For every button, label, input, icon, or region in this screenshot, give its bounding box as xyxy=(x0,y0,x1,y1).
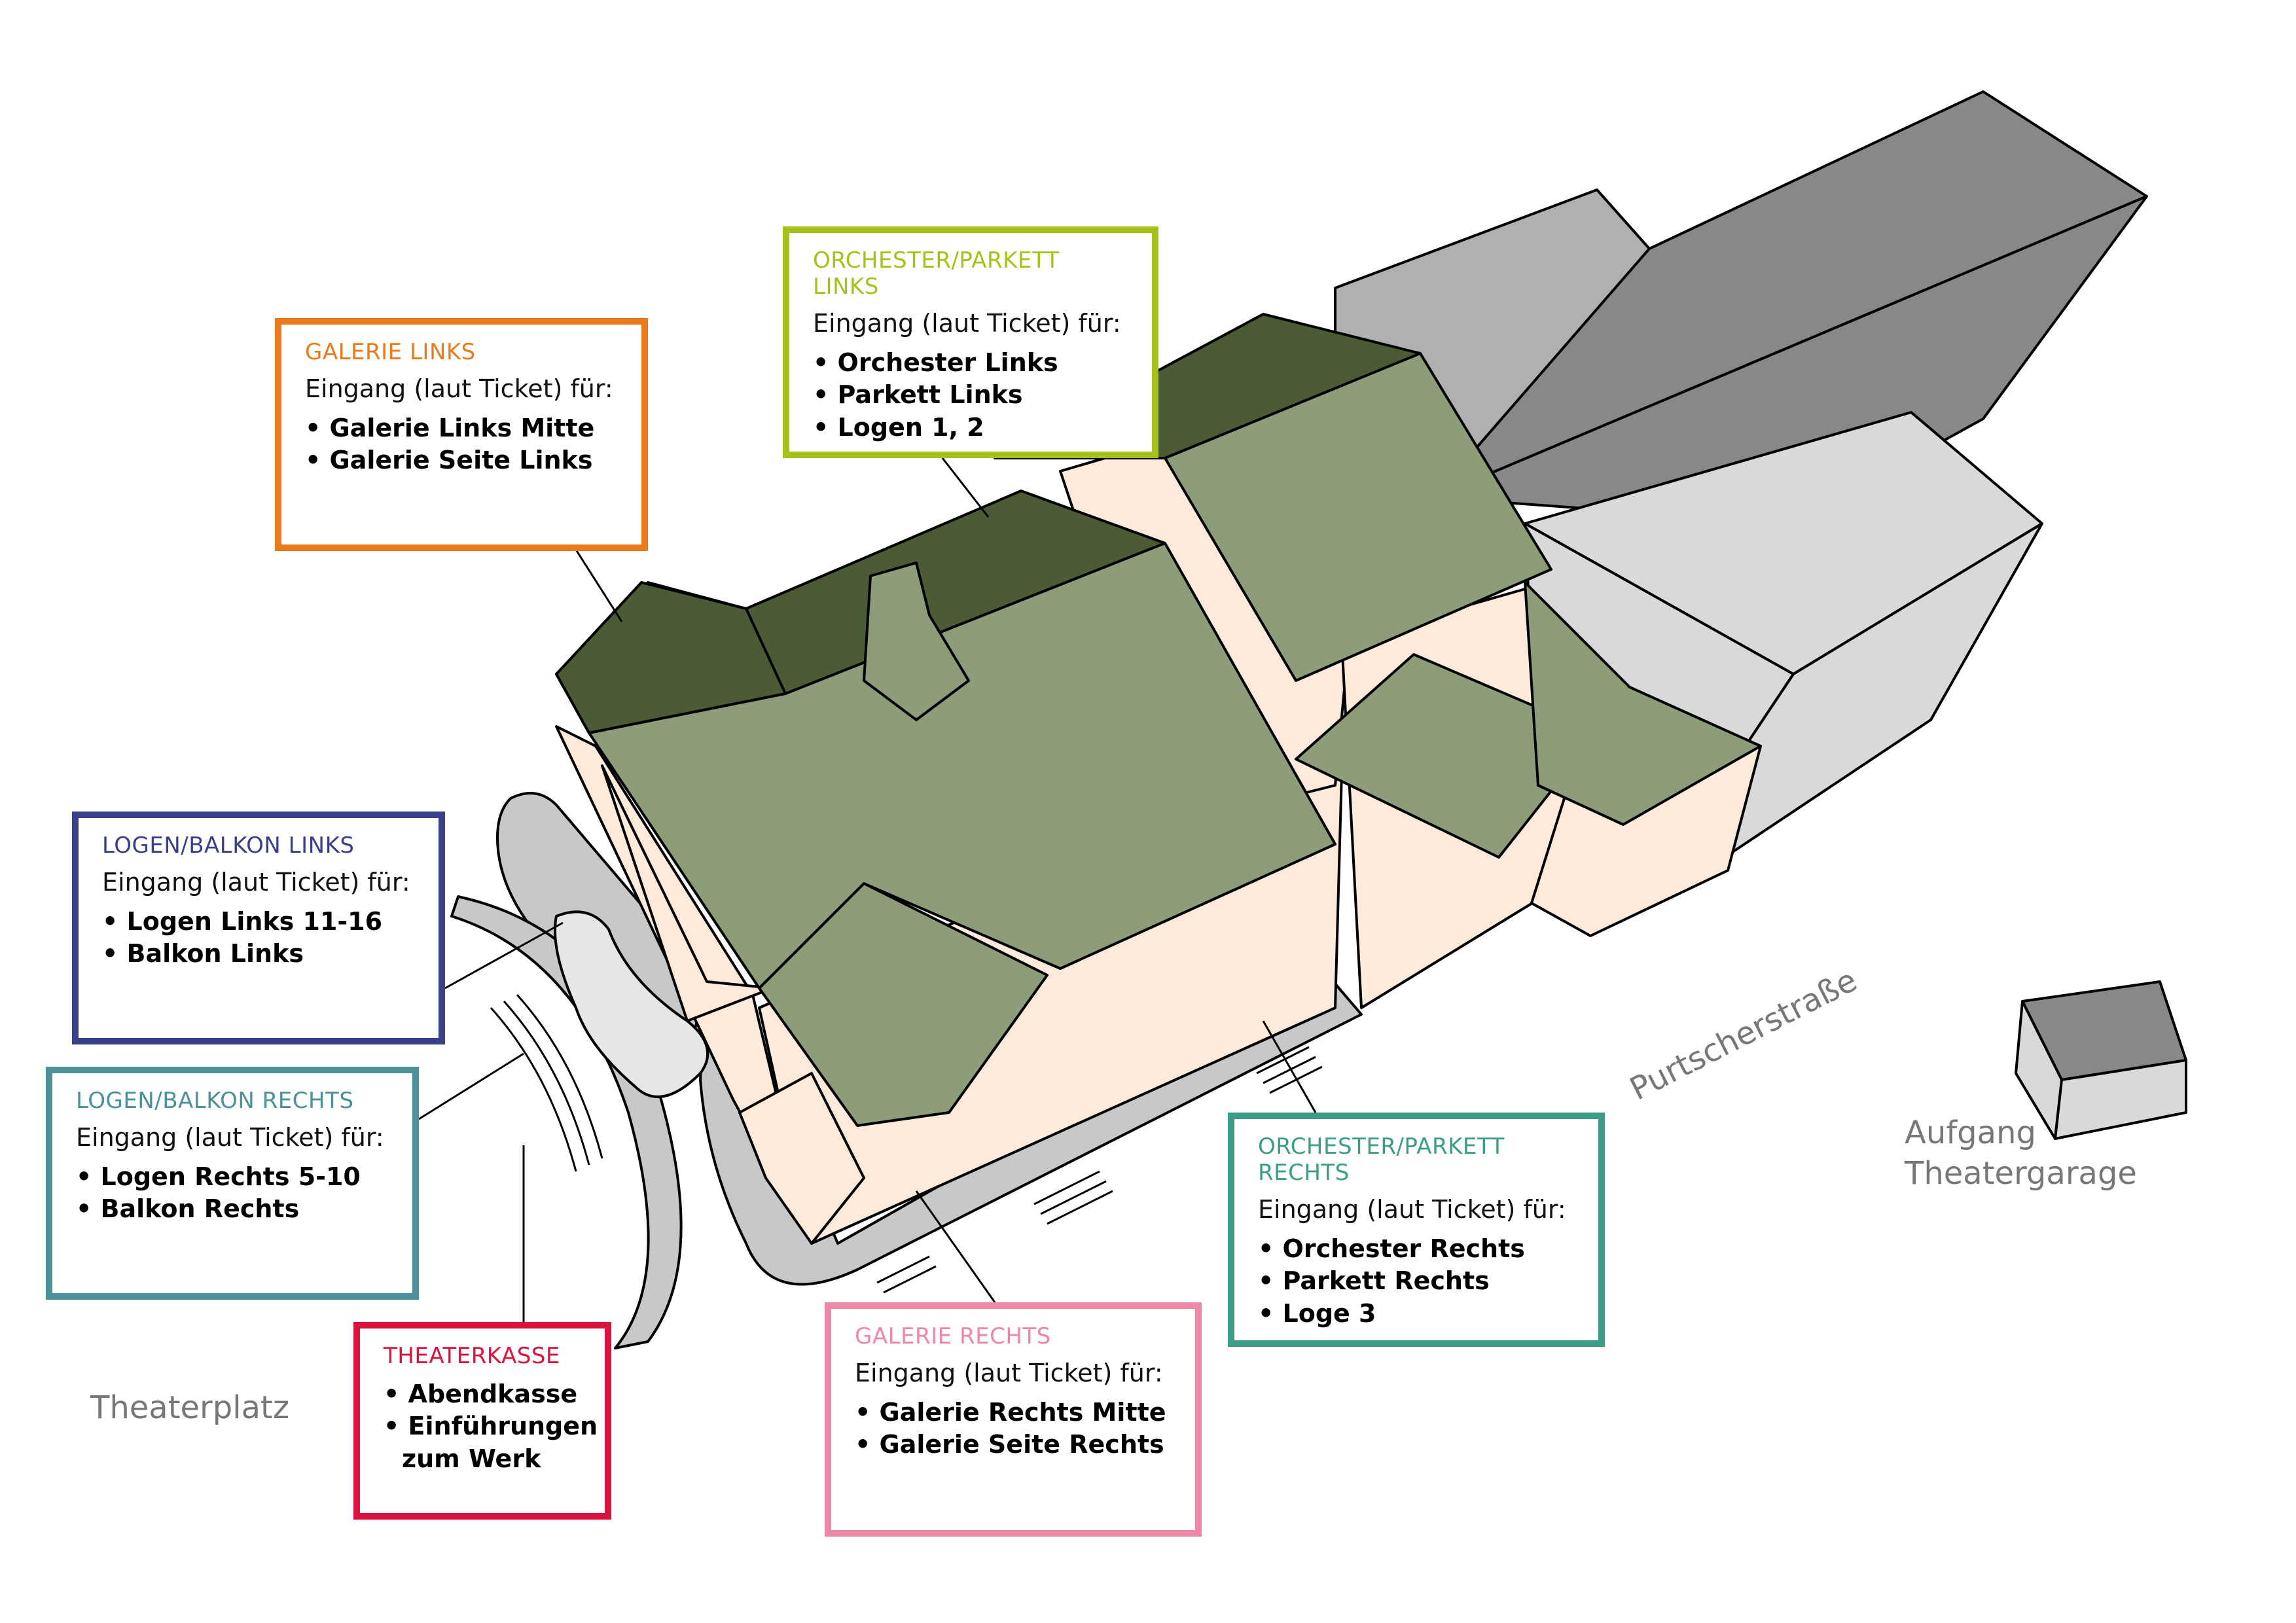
label-theaterplatz: Theaterplatz xyxy=(90,1389,290,1426)
list-item: Logen 1, 2 xyxy=(813,412,1128,444)
list-item: Einführungen zum Werk xyxy=(384,1410,598,1475)
list-item: Parkett Rechts xyxy=(1258,1265,1575,1297)
label-garage-line2: Theatergarage xyxy=(1905,1155,2137,1192)
box-subtitle: Eingang (laut Ticket) für: xyxy=(855,1359,1163,1387)
list-item: Logen Links 11-16 xyxy=(102,906,415,938)
roof-mid-light xyxy=(1164,352,1552,682)
list-item: Balkon Rechts xyxy=(76,1193,389,1225)
list-item: Orchester Links xyxy=(813,347,1128,379)
garage-entrance xyxy=(2015,980,2187,1140)
roof-small-dark xyxy=(555,581,787,734)
steps-3 xyxy=(876,1255,937,1294)
leader-galerie-links xyxy=(575,549,623,622)
roof-far-right xyxy=(1524,581,1762,826)
roof-gable-front xyxy=(758,882,1049,1127)
label-garage-line1: Aufgang xyxy=(1905,1115,2036,1151)
leader-logen-links xyxy=(444,921,564,990)
list-item: Orchester Rechts xyxy=(1258,1233,1575,1265)
label-aufgang-theatergarage: Aufgang Theatergarage xyxy=(1905,1113,2137,1194)
box-title: GALERIE LINKS xyxy=(305,339,476,365)
theater-roofs xyxy=(555,313,1762,1127)
box-orchester-links: ORCHESTER/PARKETT LINKS Eingang (laut Ti… xyxy=(783,226,1158,458)
list-item: Galerie Seite Rechts xyxy=(855,1429,1172,1461)
leader-orchester-links xyxy=(941,457,990,518)
list-item: Balkon Links xyxy=(102,938,415,970)
box-orchester-rechts: ORCHESTER/PARKETT RECHTS Eingang (laut T… xyxy=(1228,1113,1605,1347)
box-subtitle: Eingang (laut Ticket) für: xyxy=(76,1123,384,1152)
box-subtitle: Eingang (laut Ticket) für: xyxy=(813,309,1121,338)
steps-1 xyxy=(1033,1170,1113,1225)
box-subtitle: Eingang (laut Ticket) für: xyxy=(1258,1195,1566,1224)
box-title: ORCHESTER/PARKETT RECHTS xyxy=(1258,1133,1505,1186)
list-item: Galerie Seite Links xyxy=(305,444,618,476)
box-subtitle: Eingang (laut Ticket) für: xyxy=(102,868,410,897)
list-item: Galerie Rechts Mitte xyxy=(855,1397,1172,1429)
plaza-stairs xyxy=(490,993,603,1172)
box-title: THEATERKASSE xyxy=(384,1343,560,1369)
box-logen-rechts: LOGEN/BALKON RECHTS Eingang (laut Ticket… xyxy=(46,1067,419,1300)
roof-tower xyxy=(863,562,970,721)
list-item: Loge 3 xyxy=(1258,1298,1575,1330)
facade-porch xyxy=(738,1072,865,1245)
garage-front xyxy=(2054,1059,2187,1140)
front-steps xyxy=(490,993,1323,1294)
box-title: ORCHESTER/PARKETT LINKS xyxy=(813,247,1060,300)
leader-galerie-rechts xyxy=(915,1190,996,1303)
box-logen-links: LOGEN/BALKON LINKS Eingang (laut Ticket)… xyxy=(72,812,445,1044)
leader-orchester-rechts xyxy=(1262,1020,1317,1113)
list-item: Abendkasse xyxy=(384,1378,581,1410)
box-title: GALERIE RECHTS xyxy=(855,1323,1051,1349)
box-galerie-rechts: GALERIE RECHTS Eingang (laut Ticket) für… xyxy=(825,1302,1202,1537)
list-item: Galerie Links Mitte xyxy=(305,412,618,444)
leader-lines xyxy=(418,457,1317,1322)
list-item: Logen Rechts 5-10 xyxy=(76,1161,389,1193)
box-theaterkasse: THEATERKASSE Abendkasse Einführungen zum… xyxy=(353,1322,611,1520)
box-title: LOGEN/BALKON RECHTS xyxy=(76,1088,354,1114)
box-title: LOGEN/BALKON LINKS xyxy=(102,832,355,859)
box-galerie-links: GALERIE LINKS Eingang (laut Ticket) für:… xyxy=(275,318,648,551)
leader-logen-rechts xyxy=(418,1052,524,1120)
plaza-light-patch xyxy=(554,910,709,1098)
box-subtitle: Eingang (laut Ticket) für: xyxy=(305,374,613,403)
list-item: Parkett Links xyxy=(813,379,1128,411)
